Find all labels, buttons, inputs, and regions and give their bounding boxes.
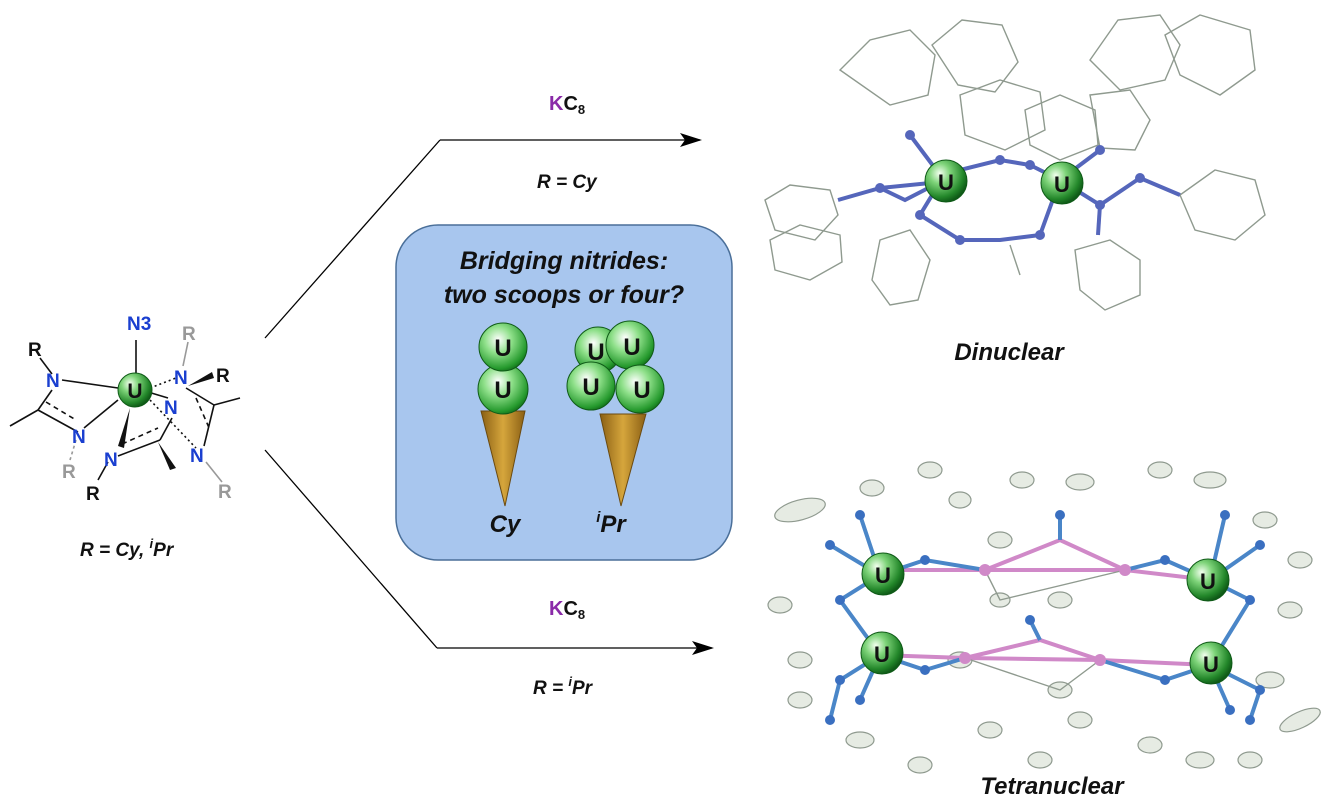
n-atom: N: [190, 446, 204, 467]
cone-label-cy: Cy: [490, 511, 522, 538]
reactant-r-label: R = Cy, iPr: [80, 536, 175, 561]
upper-reagent: KC8: [549, 93, 585, 117]
tetranuclear-label: Tetranuclear: [980, 773, 1125, 800]
cone-icon: [599, 413, 647, 507]
n-atom: N: [104, 450, 118, 471]
r-group: R: [216, 366, 230, 387]
scoop-icon: [566, 361, 616, 411]
r-group: R: [218, 482, 232, 503]
dinuclear-u-label: U: [938, 170, 954, 195]
reactant-structure: U N3 N N N N N N R R R R R R R = Cy, iPr: [9, 314, 241, 561]
lower-condition: R = iPr: [533, 674, 594, 699]
center-box: Bridging nitrides: two scoops or four? U…: [395, 224, 733, 561]
r-group: R: [28, 340, 42, 361]
tetranuclear-u-ball: [860, 631, 904, 675]
tetranuclear-u-label: U: [874, 642, 890, 667]
cone-label-ipr: iPr: [596, 509, 627, 538]
upper-condition: R = Cy: [537, 172, 598, 193]
tetranuclear-u-label: U: [1200, 569, 1216, 594]
scoop-u-label: U: [494, 335, 511, 362]
scoop-u-label: U: [587, 339, 604, 366]
ice-cream-cy: U U Cy: [477, 322, 529, 538]
center-box-background: [395, 224, 733, 561]
r-group: R: [182, 324, 196, 345]
dinuclear-u-label: U: [1054, 172, 1070, 197]
scoop-icon: [615, 364, 665, 414]
tetranuclear-u-ball: [1189, 641, 1233, 685]
r-group: R: [62, 462, 76, 483]
tetranuclear-structure: U U U U Tetranuclear: [767, 461, 1321, 800]
dinuclear-structure: U U Dinuclear: [764, 14, 1266, 366]
scoop-u-label: U: [582, 374, 599, 401]
tetranuclear-u-label: U: [1203, 652, 1219, 677]
reactant-uranium-ball: [117, 372, 153, 408]
scoop-icon: [478, 322, 528, 372]
reactant-u-label: U: [127, 380, 142, 403]
carbon-ellipsoids: [767, 461, 1321, 774]
n-atom: N: [164, 398, 178, 419]
reactant-bonds: [9, 340, 241, 483]
tetranuclear-u-ball: [861, 552, 905, 596]
dinuclear-u-ball: [924, 159, 968, 203]
box-title-line2: two scoops or four?: [444, 281, 684, 309]
upper-arrow: KC8 R = Cy: [264, 93, 702, 339]
ice-cream-ipr: U U U U iPr: [566, 320, 665, 538]
n-atom: N: [46, 371, 60, 392]
lower-reagent: KC8: [549, 598, 585, 622]
scoop-u-label: U: [494, 377, 511, 404]
tetranuclear-u-ball: [1186, 558, 1230, 602]
r-group: R: [86, 484, 100, 505]
tetranuclear-u-label: U: [875, 563, 891, 588]
lower-arrow: KC8 R = iPr: [264, 449, 714, 699]
n-atom: N: [72, 427, 86, 448]
scoop-u-label: U: [633, 377, 650, 404]
dinuclear-label: Dinuclear: [954, 339, 1065, 366]
n-atom: N: [174, 368, 188, 389]
dinuclear-u-ball: [1040, 161, 1084, 205]
azide-label: N3: [127, 314, 151, 335]
scoop-u-label: U: [623, 334, 640, 361]
box-title-line1: Bridging nitrides:: [460, 247, 668, 275]
